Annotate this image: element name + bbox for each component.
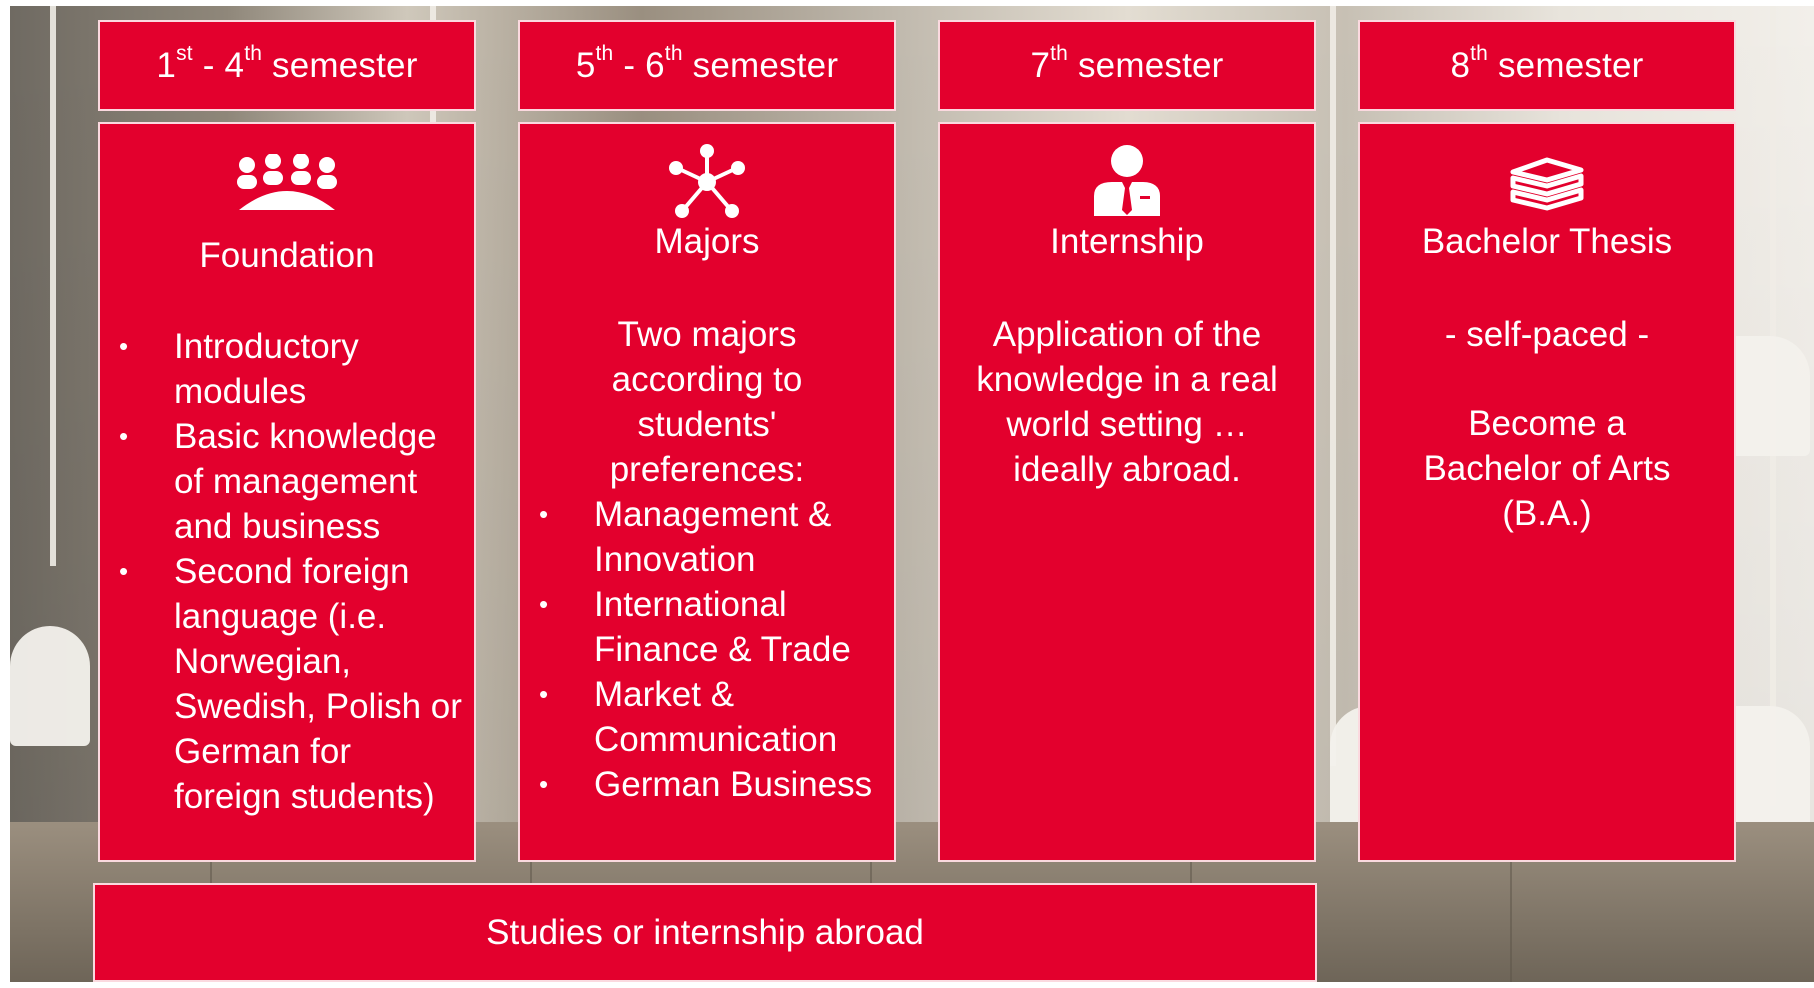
list-item: International Finance & Trade (539, 582, 884, 672)
card-title: Internship (1050, 222, 1204, 261)
thesis-pace-note: - self-paced - (1444, 315, 1650, 354)
thesis-degree-note: Become a Bachelor of Arts (B.A.) (1423, 404, 1671, 533)
header-text: 1st - 4th semester (156, 41, 418, 85)
internship-card: Internship Application of the knowledge … (938, 122, 1316, 862)
internship-description: Application of the knowledge in a real w… (976, 315, 1278, 489)
header-text: 7th semester (1030, 41, 1224, 85)
semester-header-8: 8th semester (1358, 20, 1736, 111)
footer-text: Studies or internship abroad (486, 912, 924, 952)
list-item: Market & Communication (539, 672, 884, 762)
semester-header-7: 7th semester (938, 20, 1316, 111)
list-item: Basic knowledge of management and busine… (119, 414, 464, 549)
list-item: Introductory modules (119, 324, 464, 414)
majors-intro: Two majors according to students' prefer… (609, 315, 805, 489)
semester-header-5-6: 5th - 6th semester (518, 20, 896, 111)
stacked-books-icon (1360, 154, 1734, 212)
foundation-bullet-list: Introductory modules Basic knowledge of … (119, 324, 464, 819)
businessperson-icon (940, 144, 1314, 216)
majors-card: Majors Two majors according to students'… (518, 122, 896, 862)
network-hub-icon (520, 144, 894, 220)
majors-bullet-list: Management & Innovation International Fi… (539, 492, 884, 807)
header-text: 5th - 6th semester (575, 41, 839, 85)
list-item: German Business (539, 762, 884, 807)
group-meeting-icon (100, 154, 474, 212)
card-title: Bachelor Thesis (1421, 222, 1673, 261)
foundation-card: Foundation Introductory modules Basic kn… (98, 122, 476, 862)
header-text: 8th semester (1450, 41, 1644, 85)
bachelor-thesis-card: Bachelor Thesis - self-paced - Become a … (1358, 122, 1736, 862)
list-item: Management & Innovation (539, 492, 884, 582)
abroad-footer-bar: Studies or internship abroad (93, 883, 1317, 982)
card-title: Foundation (199, 236, 375, 275)
list-item: Second foreign language (i.e. Norwegian,… (119, 549, 464, 819)
semester-header-1-4: 1st - 4th semester (98, 20, 476, 111)
card-title: Majors (654, 222, 760, 261)
